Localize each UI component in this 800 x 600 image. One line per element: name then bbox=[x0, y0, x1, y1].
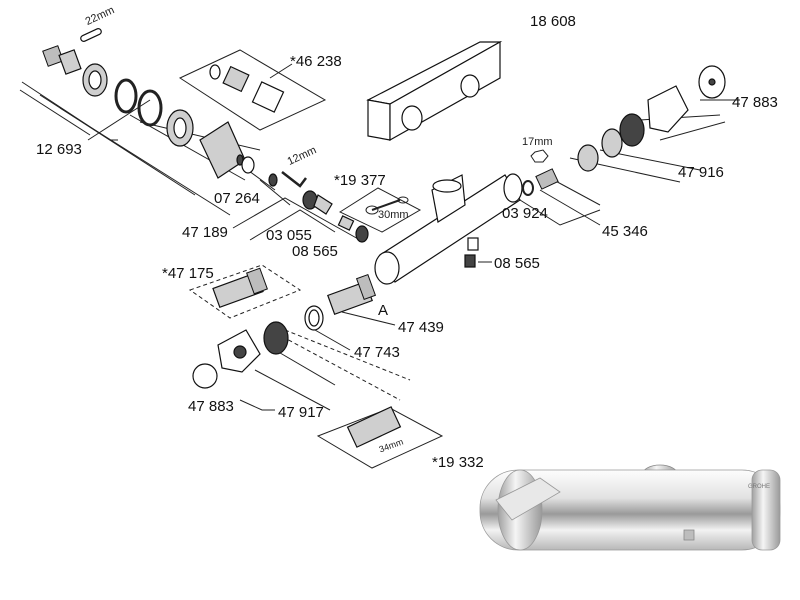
label-A: A bbox=[378, 302, 389, 319]
label-47189: 47 189 bbox=[182, 224, 228, 241]
label-17mm: 17mm bbox=[522, 136, 553, 148]
label-47883-bottom: 47 883 bbox=[188, 398, 234, 415]
label-47916: 47 916 bbox=[678, 164, 724, 181]
label-18608: 18 608 bbox=[530, 13, 576, 30]
leader-lines bbox=[19, 49, 740, 469]
label-47743: 47 743 bbox=[354, 344, 400, 361]
socket-tool-34mm-icon bbox=[346, 406, 402, 448]
label-47439: 47 439 bbox=[398, 319, 444, 336]
right-fitting-group bbox=[522, 65, 726, 196]
label-19332: *19 332 bbox=[432, 454, 484, 471]
product-photo: GROHE bbox=[479, 464, 781, 551]
label-12693: 12 693 bbox=[36, 141, 82, 158]
label-03924: 03 924 bbox=[502, 205, 548, 222]
label-47883-top: 47 883 bbox=[732, 94, 778, 111]
inlet-fitting-group bbox=[42, 45, 246, 179]
label-08565-left: 08 565 bbox=[292, 243, 338, 260]
svg-text:GROHE: GROHE bbox=[748, 484, 770, 490]
wrench-30mm-icon bbox=[365, 196, 409, 215]
label-07264: 07 264 bbox=[214, 190, 260, 207]
cartridge-part bbox=[212, 267, 268, 309]
label-47175: *47 175 bbox=[162, 265, 214, 282]
label-30mm: 30mm bbox=[378, 209, 409, 221]
label-03055: 03 055 bbox=[266, 227, 312, 244]
screen-part bbox=[241, 156, 307, 188]
wrench-22mm-icon bbox=[80, 28, 102, 42]
mixer-body-part bbox=[374, 173, 523, 285]
label-46238: *46 238 bbox=[290, 53, 342, 70]
label-08565-right: 08 565 bbox=[494, 255, 540, 272]
label-19377: *19 377 bbox=[334, 172, 386, 189]
adapter-ring-part bbox=[304, 305, 324, 331]
valve-seat-part bbox=[302, 190, 369, 243]
wall-bracket-part bbox=[366, 40, 503, 142]
thermo-cartridge-part bbox=[327, 273, 377, 316]
check-valve-part bbox=[209, 64, 285, 113]
handle-part bbox=[192, 321, 289, 389]
plug-part bbox=[464, 254, 476, 268]
label-45346: 45 346 bbox=[602, 223, 648, 240]
label-47917: 47 917 bbox=[278, 404, 324, 421]
